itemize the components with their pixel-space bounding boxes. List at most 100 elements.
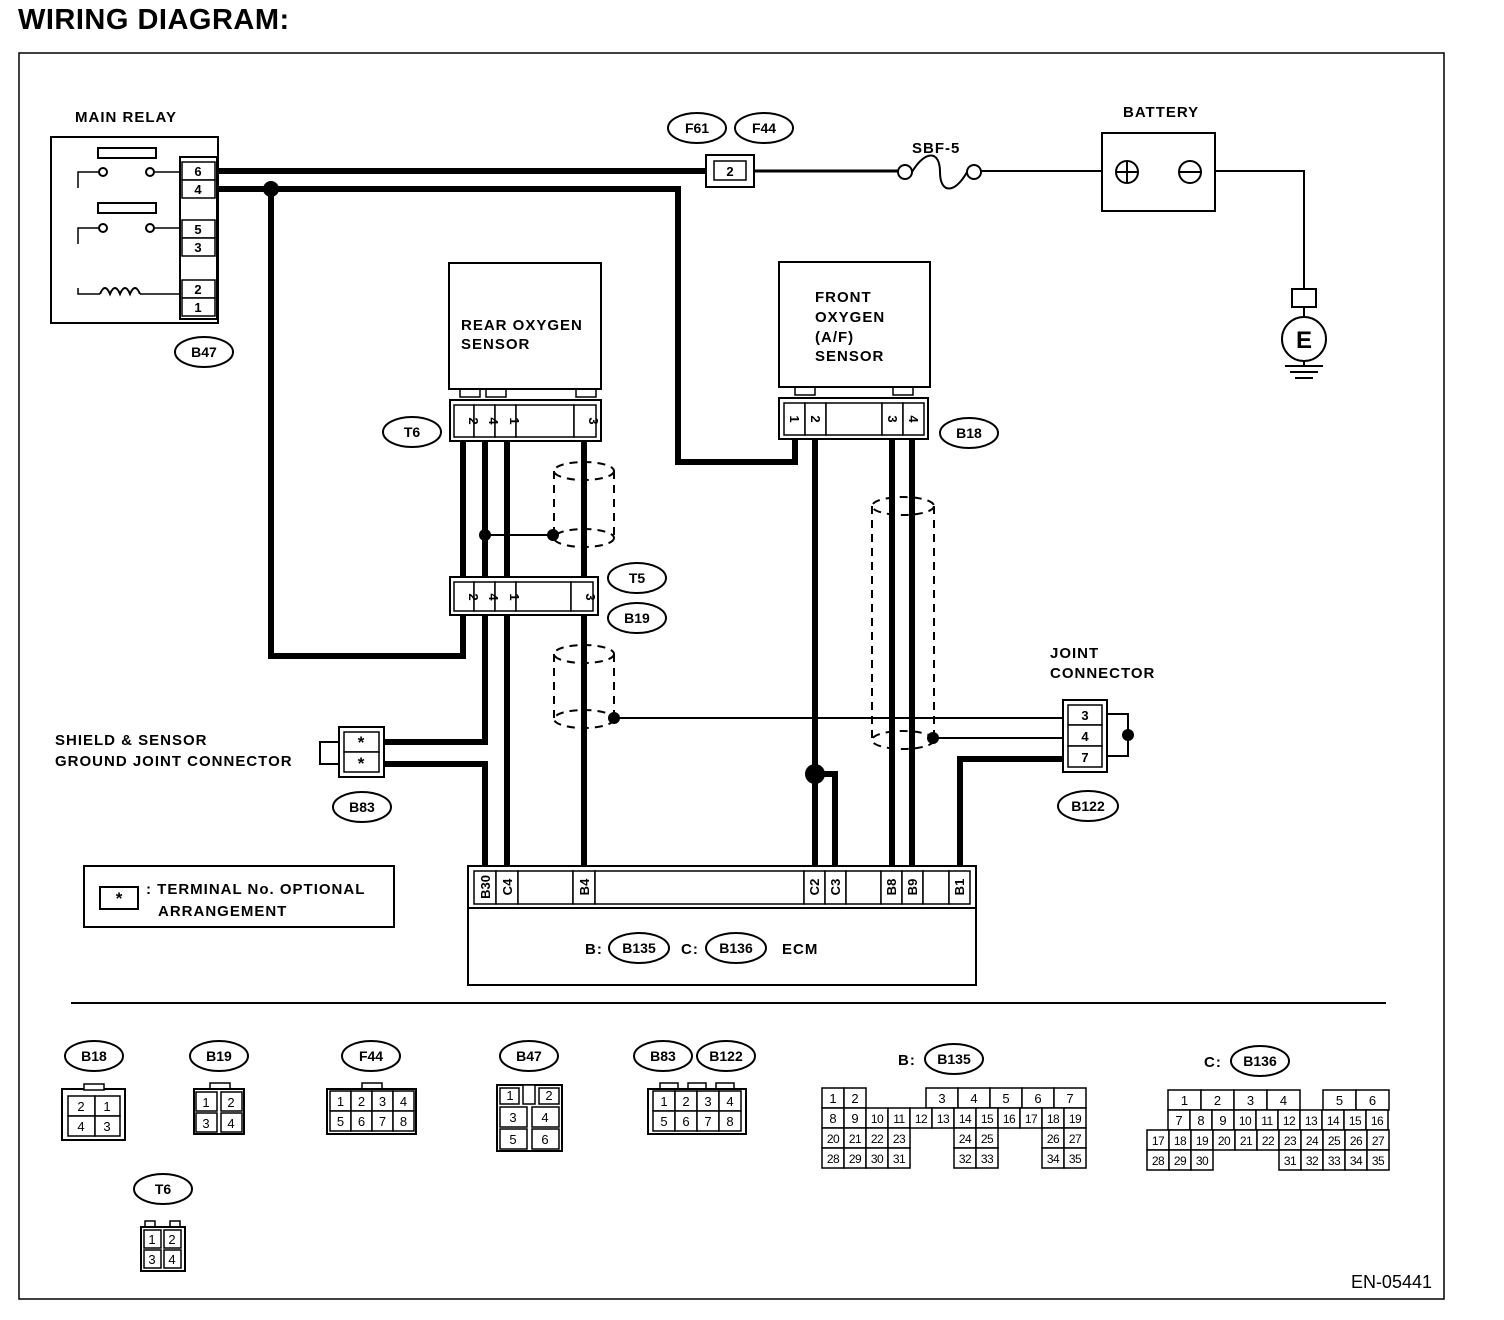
shield-ground-label-1: SHIELD & SENSOR bbox=[55, 732, 208, 749]
grid-cell-label: 28 bbox=[1152, 1154, 1165, 1168]
grid-cell-label: 33 bbox=[981, 1152, 994, 1166]
grid-cell-label: 8 bbox=[726, 1114, 733, 1129]
legend-symbol: * bbox=[116, 889, 123, 908]
grid-cell-label: 29 bbox=[1174, 1154, 1187, 1168]
grid-cell-label: 18 bbox=[1174, 1134, 1187, 1148]
t6-pin: 3 bbox=[586, 417, 601, 424]
grid-cell-label: 23 bbox=[893, 1132, 906, 1146]
relay-pin: 1 bbox=[194, 300, 201, 315]
rear-o2-label-2: SENSOR bbox=[461, 336, 530, 353]
grid-cell-label: 1 bbox=[337, 1094, 344, 1109]
relay-pin: 2 bbox=[194, 282, 201, 297]
connector-tag-b18: B18 bbox=[956, 425, 982, 441]
view-cell: 1 bbox=[103, 1099, 110, 1114]
battery-label: BATTERY bbox=[1123, 104, 1199, 121]
main-relay: MAIN RELAY 6 4 5 3 2 1 B47 bbox=[50, 109, 234, 368]
joint-connector: JOINT CONNECTOR 3 4 7 B122 bbox=[1050, 645, 1154, 822]
view-cell: 2 bbox=[545, 1088, 552, 1103]
grid-cell-label: 25 bbox=[981, 1132, 994, 1146]
grid-cell-label: 13 bbox=[1305, 1114, 1318, 1128]
grid-cell bbox=[975, 1147, 999, 1169]
view-b135-label: B135 bbox=[937, 1051, 971, 1067]
ground-label: E bbox=[1296, 327, 1312, 354]
grid-cell-label: 31 bbox=[1284, 1154, 1297, 1168]
ecm-terminal: B9 bbox=[905, 879, 920, 896]
ecm-terminal: C3 bbox=[828, 879, 843, 896]
grid-cell-label: 16 bbox=[1371, 1114, 1384, 1128]
grid-cell-label: 21 bbox=[1240, 1134, 1253, 1148]
view-b19-label: B19 bbox=[206, 1048, 232, 1064]
t5-pin: 3 bbox=[583, 593, 598, 600]
grid-cell-label: 8 bbox=[1197, 1113, 1204, 1128]
grid-cell-label: 4 bbox=[1280, 1093, 1287, 1108]
view-cell: 3 bbox=[148, 1252, 155, 1267]
connector-tag-f44: F44 bbox=[752, 120, 776, 136]
view-cell: 5 bbox=[509, 1132, 516, 1147]
view-cell: 4 bbox=[77, 1119, 84, 1134]
grid-cell-label: 4 bbox=[970, 1091, 977, 1106]
grid-cell-label: 2 bbox=[682, 1094, 689, 1109]
ecm-terminal: C2 bbox=[807, 879, 822, 896]
grid-cell-label: 33 bbox=[1328, 1154, 1341, 1168]
grid-cell-label: 7 bbox=[1175, 1113, 1182, 1128]
legend: * : TERMINAL No. OPTIONAL ARRANGEMENT bbox=[83, 865, 395, 928]
grid-cell-label: 26 bbox=[1047, 1132, 1060, 1146]
grid-cell-label: 10 bbox=[1239, 1114, 1252, 1128]
grid-cell-label: 3 bbox=[704, 1094, 711, 1109]
grid-cell-label: 15 bbox=[981, 1112, 994, 1126]
b18-pin: 1 bbox=[787, 415, 802, 422]
grid-cell-label: 16 bbox=[1003, 1112, 1016, 1126]
grid-cell-label: 3 bbox=[1247, 1093, 1254, 1108]
fuse-connector: F61 F44 2 bbox=[667, 112, 794, 188]
grid-cell-label: 2 bbox=[1214, 1093, 1221, 1108]
connector-tag-t5: T5 bbox=[629, 570, 646, 586]
view-b135-prefix: B: bbox=[898, 1052, 916, 1069]
joint-pin: 3 bbox=[1081, 708, 1088, 723]
view-cell: 1 bbox=[148, 1232, 155, 1247]
t6-pin: 1 bbox=[507, 417, 522, 424]
joint-pin: 4 bbox=[1081, 729, 1089, 744]
grid-cell-label: 14 bbox=[1327, 1114, 1340, 1128]
grid-cell-label: 6 bbox=[1369, 1093, 1376, 1108]
grid-cell-label: 4 bbox=[726, 1094, 733, 1109]
t5-pin: 2 bbox=[466, 593, 481, 600]
view-b122-label: B122 bbox=[709, 1048, 743, 1064]
grid-cell-label: 1 bbox=[660, 1094, 667, 1109]
view-cell: 4 bbox=[168, 1252, 175, 1267]
ecm-terminal: C4 bbox=[500, 878, 515, 895]
grid-cell-label: 15 bbox=[1349, 1114, 1362, 1128]
grid-cell-label: 5 bbox=[660, 1114, 667, 1129]
view-cell: 4 bbox=[227, 1116, 234, 1131]
b18-pin: 3 bbox=[885, 415, 900, 422]
grid-cell-label: 5 bbox=[337, 1114, 344, 1129]
grid-cell-label: 3 bbox=[938, 1091, 945, 1106]
grid-cell bbox=[1366, 1149, 1390, 1171]
grid-cell-label: 6 bbox=[682, 1114, 689, 1129]
grid-cell-label: 20 bbox=[1218, 1134, 1231, 1148]
grid-cell-label: 7 bbox=[379, 1114, 386, 1129]
joint-pin: 7 bbox=[1081, 750, 1088, 765]
view-cell: 3 bbox=[202, 1116, 209, 1131]
ecm-terminal: B30 bbox=[478, 875, 493, 899]
grid-cell-label: 2 bbox=[851, 1091, 858, 1106]
view-b83-label: B83 bbox=[650, 1048, 676, 1064]
ecm-terminal: B1 bbox=[952, 879, 967, 896]
grid-cell-label: 8 bbox=[829, 1111, 836, 1126]
joint-connector-label-1: JOINT bbox=[1050, 645, 1099, 662]
main-relay-label: MAIN RELAY bbox=[75, 109, 177, 126]
grid-cell-label: 5 bbox=[1002, 1091, 1009, 1106]
grid-cell-label: 5 bbox=[1336, 1093, 1343, 1108]
grid-cell-label: 30 bbox=[871, 1152, 884, 1166]
view-cell: 2 bbox=[227, 1095, 234, 1110]
b18-pin: 4 bbox=[906, 415, 921, 423]
grid-cell-label: 2 bbox=[358, 1094, 365, 1109]
front-o2-label-1: FRONT bbox=[815, 289, 872, 306]
b18-pin: 2 bbox=[808, 415, 823, 422]
grid-cell-label: 35 bbox=[1069, 1152, 1082, 1166]
grid-cell-label: 19 bbox=[1069, 1112, 1082, 1126]
grid-cell-label: 13 bbox=[937, 1112, 950, 1126]
